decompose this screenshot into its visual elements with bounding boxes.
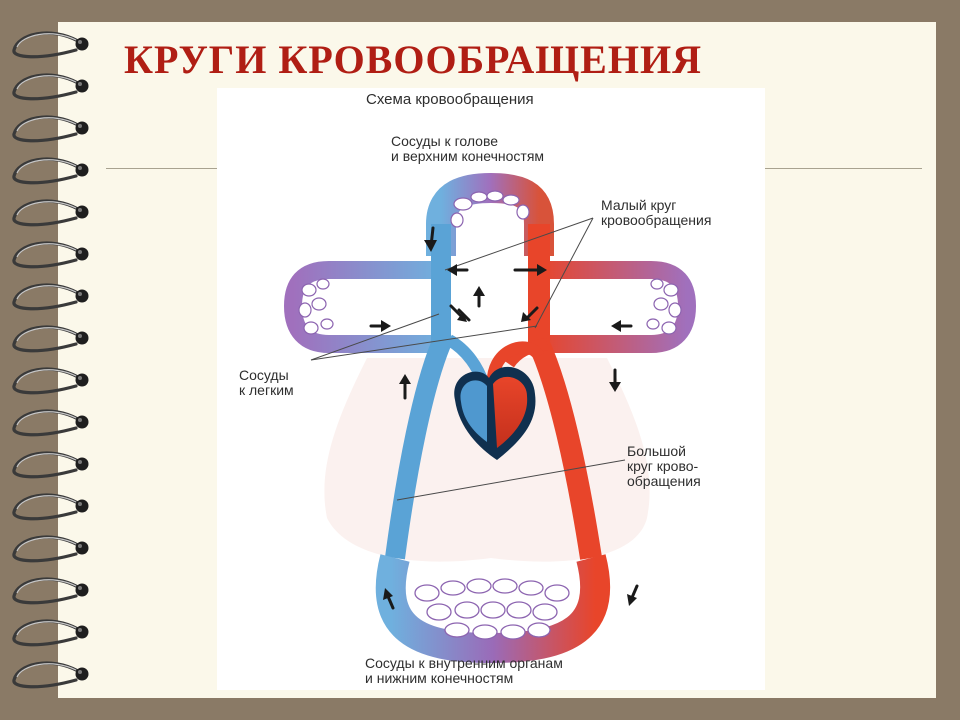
label-line: обращения	[627, 473, 701, 489]
label-line: и верхним конечностям	[391, 148, 545, 164]
label-line: круг крово-	[627, 458, 699, 474]
spiral-ring-icon	[12, 31, 89, 59]
spiral-ring-icon	[12, 283, 89, 311]
label-line: Большой	[627, 443, 686, 459]
label-line: Малый круг	[601, 197, 677, 213]
spiral-ring-icon	[12, 535, 89, 563]
spiral-ring-icon	[12, 325, 89, 353]
lower-body-loop	[375, 554, 611, 664]
flow-arrow-icon	[521, 306, 539, 322]
spiral-ring-icon	[12, 199, 89, 227]
flow-arrow-icon	[457, 308, 471, 322]
flow-arrow-icon	[369, 320, 391, 332]
spiral-ring-icon	[12, 115, 89, 143]
vena-cava	[385, 224, 451, 560]
flow-arrow-icon	[473, 286, 485, 308]
label-line: кровообращения	[601, 212, 712, 228]
head-capillary-net	[450, 190, 530, 228]
left-lung-loop	[283, 261, 441, 353]
label-line: и нижним конечностям	[365, 670, 514, 686]
flow-arrow-icon	[449, 304, 467, 322]
spiral-binding	[12, 31, 89, 689]
spiral-ring-icon	[12, 577, 89, 605]
organ-capillary-net	[414, 578, 570, 640]
label-line: Сосуды к голове	[391, 133, 499, 149]
circulation-diagram: Схема кровообращения Сосуды к голове и в…	[217, 88, 765, 690]
label-line: Сосуды к внутренним органам	[365, 655, 563, 671]
label-line: к легким	[239, 382, 294, 398]
right-lung-loop	[539, 261, 697, 353]
flow-arrow-icon	[447, 264, 469, 276]
spiral-ring-icon	[12, 409, 89, 437]
diagram-heading: Схема кровообращения	[366, 91, 534, 108]
spiral-ring-icon	[12, 451, 89, 479]
heart-icon	[454, 366, 536, 460]
lung-vessels-label: Сосуды к легким	[239, 368, 294, 398]
left-lung-capillaries	[298, 278, 334, 335]
flow-arrow-icon	[611, 320, 633, 332]
slide-title: КРУГИ КРОВООБРАЩЕНИЯ	[124, 37, 702, 82]
organ-vessels-label: Сосуды к внутренним органам и нижним кон…	[365, 656, 563, 686]
flow-arrow-icon	[627, 584, 639, 606]
label-line: Сосуды	[239, 367, 289, 383]
flow-arrows	[369, 226, 639, 610]
right-lung-capillaries	[646, 278, 682, 335]
leader-lines	[310, 217, 626, 501]
circulation-scheme	[283, 172, 697, 664]
pulmonary-circulation-label: Малый круг кровообращения	[601, 198, 711, 228]
flow-arrow-icon	[513, 264, 547, 276]
systemic-circulation-label: Большой круг крово- обращения	[627, 444, 701, 489]
spiral-ring-icon	[12, 157, 89, 185]
spiral-ring-icon	[12, 493, 89, 521]
spiral-ring-icon	[12, 661, 89, 689]
spiral-ring-icon	[12, 241, 89, 269]
flow-arrow-icon	[424, 226, 437, 252]
flow-arrow-icon	[399, 374, 411, 400]
flow-arrow-icon	[609, 368, 621, 392]
spiral-ring-icon	[12, 367, 89, 395]
head-vessels-label: Сосуды к голове и верхним конечностям	[391, 134, 544, 164]
upper-body-loop	[426, 172, 554, 256]
spiral-ring-icon	[12, 619, 89, 647]
flow-arrow-icon	[383, 588, 395, 610]
spiral-ring-icon	[12, 73, 89, 101]
